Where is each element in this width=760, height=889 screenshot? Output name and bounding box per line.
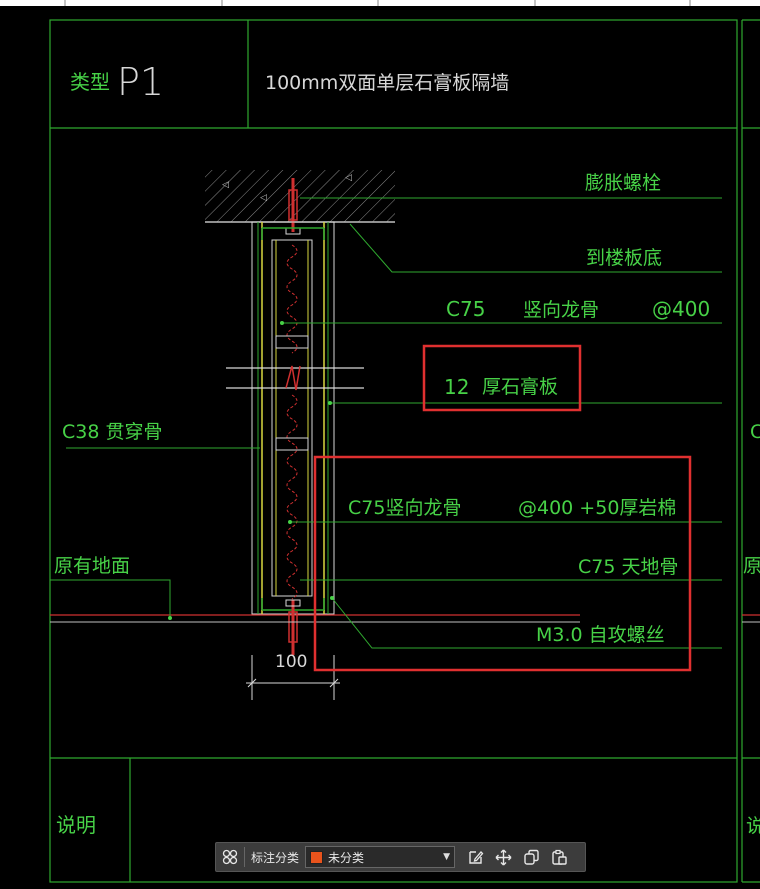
- label-c75-stud-code: C75: [446, 297, 485, 321]
- label-to-floor-slab: 到楼板底: [586, 247, 662, 269]
- partition-wall-section: [226, 221, 364, 615]
- drawing-frame: [49, 19, 760, 883]
- label-existing-ground: 原有地面: [54, 555, 130, 577]
- dimension-width: [246, 655, 340, 700]
- notes-label: 说明: [56, 813, 96, 837]
- drawing-title: 100mm双面单层石膏板隔墙: [265, 71, 509, 94]
- label-c75-stud-spacing: @400: [652, 297, 710, 321]
- label-expansion-bolt: 膨胀螺栓: [585, 172, 661, 194]
- paste-icon: [551, 849, 567, 865]
- right-partial-c: C: [750, 421, 760, 443]
- svg-text:◁: ◁: [222, 180, 229, 190]
- annotation-toolbar: 标注分类 未分类 ▼: [215, 842, 586, 872]
- edit-button[interactable]: [461, 843, 489, 871]
- dimension-text: 100: [275, 652, 307, 672]
- right-partial-notes: 说: [746, 815, 760, 837]
- annotation-category-label: 标注分类: [251, 850, 300, 865]
- highlight-box-detail: [313, 455, 692, 672]
- copy-icon: [523, 849, 539, 865]
- category-color-swatch: [310, 850, 324, 864]
- label-self-tapping-screw: M3.0 自攻螺丝: [536, 624, 665, 646]
- leader-dots: [168, 321, 334, 620]
- label-c75-stud-insulation-spec: @400 +50厚岩棉: [518, 497, 676, 519]
- label-c75-stud-name: 竖向龙骨: [523, 299, 599, 321]
- type-label: 类型: [70, 70, 110, 94]
- label-gypsum-thickness: 12: [444, 375, 469, 399]
- dropdown-arrow-icon: ▼: [443, 852, 451, 862]
- top-strip: [0, 0, 760, 6]
- move-icon: [495, 849, 512, 865]
- paste-button[interactable]: [545, 843, 573, 871]
- label-c38-channel: C38 贯穿骨: [62, 421, 162, 443]
- grid-menu-button[interactable]: [216, 843, 244, 871]
- right-partial-ground: 原: [743, 555, 760, 577]
- category-select-value: 未分类: [328, 850, 365, 865]
- label-c75-track: C75 天地骨: [578, 556, 678, 578]
- edit-icon: [468, 850, 483, 864]
- type-code: P1: [117, 60, 164, 104]
- category-select[interactable]: 未分类 ▼: [305, 846, 456, 868]
- label-c75-stud-insulation-name: C75竖向龙骨: [348, 497, 461, 519]
- ground-lines: [50, 614, 760, 623]
- expansion-bolt-bottom: [285, 599, 301, 655]
- move-button[interactable]: [489, 843, 517, 871]
- ceiling-slab: ◁ ◁ ◁: [205, 170, 395, 223]
- copy-button[interactable]: [517, 843, 545, 871]
- leader-lines: [50, 197, 722, 649]
- label-gypsum-name: 厚石膏板: [482, 375, 558, 398]
- toolbar-separator: [244, 847, 245, 867]
- svg-text:◁: ◁: [345, 173, 352, 183]
- grid-icon: [222, 849, 238, 865]
- svg-text:◁: ◁: [260, 193, 267, 203]
- highlight-box-gypsum: [422, 344, 582, 412]
